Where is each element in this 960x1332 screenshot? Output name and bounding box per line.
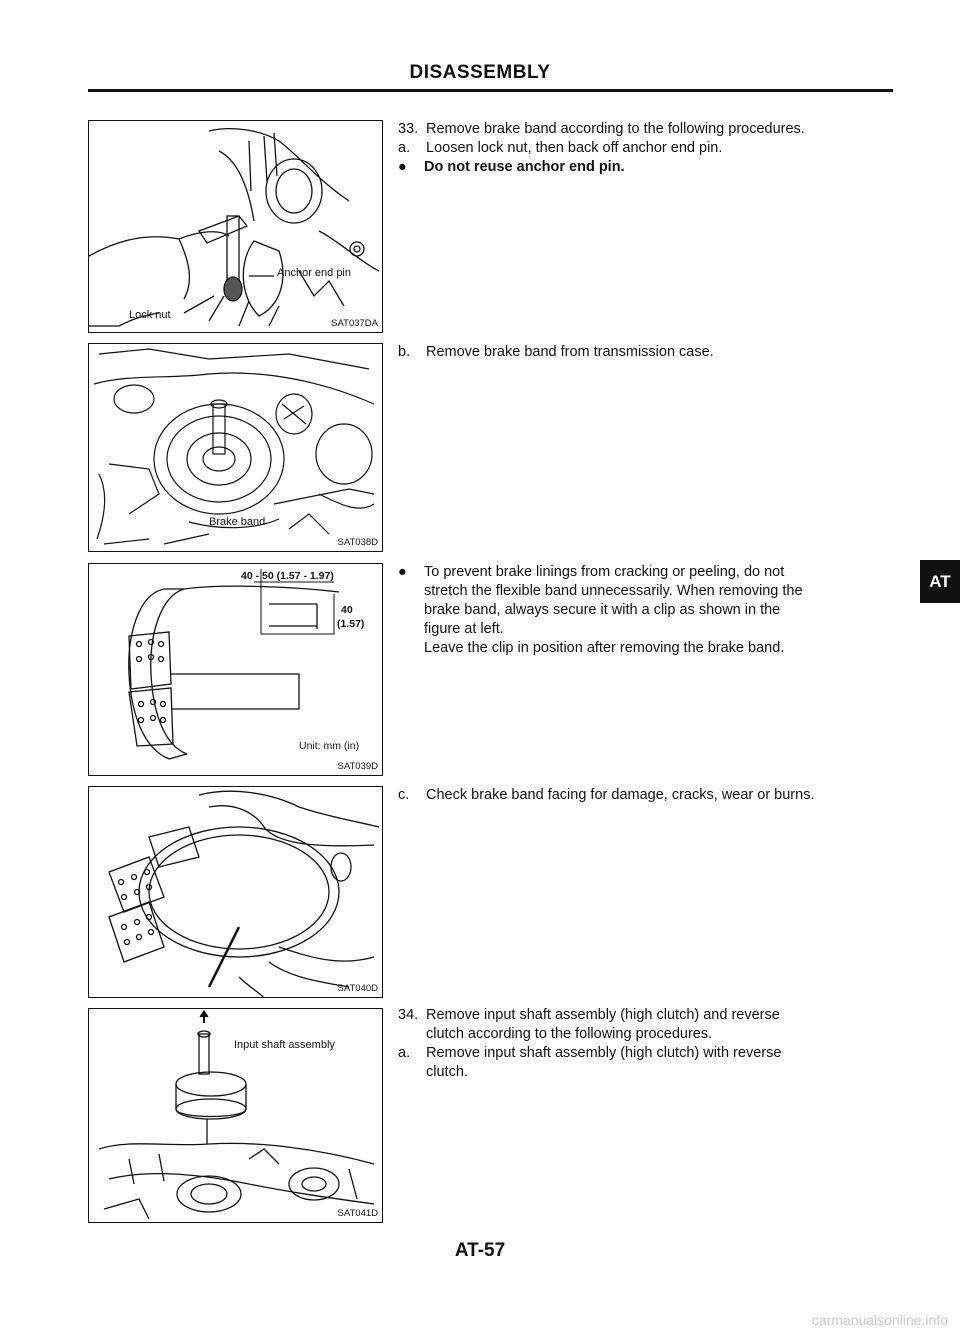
caution-block: ● To prevent brake linings from cracking … bbox=[398, 563, 898, 658]
step-letter: b. bbox=[398, 344, 411, 360]
step-text: Remove input shaft assembly (high clutch… bbox=[426, 1045, 782, 1061]
step-text: clutch. bbox=[426, 1064, 468, 1080]
step-number: 33. bbox=[398, 121, 419, 137]
step-letter: c. bbox=[398, 787, 410, 803]
label-clip-height-in: (1.57) bbox=[337, 618, 365, 630]
step-letter: a. bbox=[398, 140, 411, 156]
bullet-icon: ● bbox=[398, 564, 407, 580]
figure-code: SAT039D bbox=[337, 761, 378, 772]
transmission-case-illustration bbox=[93, 348, 375, 545]
caution-line: figure at left. bbox=[424, 621, 504, 637]
label-clip-width: 40 - 50 (1.57 - 1.97) bbox=[241, 570, 334, 582]
label-input-shaft-assembly: Input shaft assembly bbox=[234, 1039, 335, 1051]
caution-line: stretch the flexible band unnecessarily.… bbox=[424, 583, 803, 599]
step-33c-block: c. Check brake band facing for damage, cr… bbox=[398, 786, 898, 805]
figure-brake-band: Brake band SAT038D bbox=[88, 343, 383, 552]
figure-code: SAT040D bbox=[337, 983, 378, 994]
caution-line: brake band, always secure it with a clip… bbox=[424, 602, 781, 618]
page-title: DISASSEMBLY bbox=[409, 62, 551, 83]
step-text: Check brake band facing for damage, crac… bbox=[426, 787, 815, 803]
anchor-pin-illustration bbox=[89, 128, 380, 327]
label-clip-height: 40 bbox=[341, 604, 353, 616]
note-text: Do not reuse anchor end pin. bbox=[424, 159, 625, 175]
figure-code: SAT038D bbox=[337, 537, 378, 548]
step-34-block: 34. Remove input shaft assembly (high clu… bbox=[398, 1006, 898, 1082]
step-text: Loosen lock nut, then back off anchor en… bbox=[426, 140, 723, 156]
watermark: carmanualsonline.info bbox=[811, 1312, 948, 1328]
step-letter: a. bbox=[398, 1045, 411, 1061]
figure-code: SAT041D bbox=[337, 1208, 378, 1219]
page-number: AT-57 bbox=[454, 1240, 506, 1261]
step-number: 34. bbox=[398, 1007, 419, 1023]
figure-input-shaft: Input shaft assembly SAT041D bbox=[88, 1008, 383, 1223]
brake-band-clip-illustration bbox=[128, 569, 340, 760]
bullet-icon: ● bbox=[398, 159, 407, 175]
step-text: Remove brake band according to the follo… bbox=[426, 121, 805, 137]
label-anchor-end-pin: Anchor end pin bbox=[277, 267, 351, 279]
figure-check-band: SAT040D bbox=[88, 786, 383, 998]
caution-line: To prevent brake linings from cracking o… bbox=[424, 564, 785, 580]
figure-code: SAT037DA bbox=[331, 318, 378, 329]
caution-line: Leave the clip in position after removin… bbox=[424, 640, 785, 656]
label-brake-band: Brake band bbox=[209, 516, 266, 528]
label-unit: Unit: mm (in) bbox=[299, 740, 360, 752]
step-33-block: 33. Remove brake band according to the fo… bbox=[398, 120, 898, 177]
input-shaft-illustration bbox=[98, 1009, 375, 1220]
figure-brake-band-clip: 40 - 50 (1.57 - 1.97) 40 (1.57) Unit: mm… bbox=[88, 563, 383, 776]
brake-band-inspection-illustration bbox=[108, 790, 380, 997]
section-tab-at[interactable]: AT bbox=[920, 560, 960, 603]
step-text: Remove brake band from transmission case… bbox=[426, 344, 714, 360]
step-text: Remove input shaft assembly (high clutch… bbox=[426, 1007, 780, 1023]
label-lock-nut: Lock nut bbox=[129, 309, 171, 321]
figure-anchor-pin: Anchor end pin Lock nut SAT037DA bbox=[88, 120, 383, 333]
header-rule bbox=[88, 89, 893, 92]
step-33b-block: b. Remove brake band from transmission ca… bbox=[398, 343, 898, 362]
step-text: clutch according to the following proced… bbox=[426, 1026, 713, 1042]
